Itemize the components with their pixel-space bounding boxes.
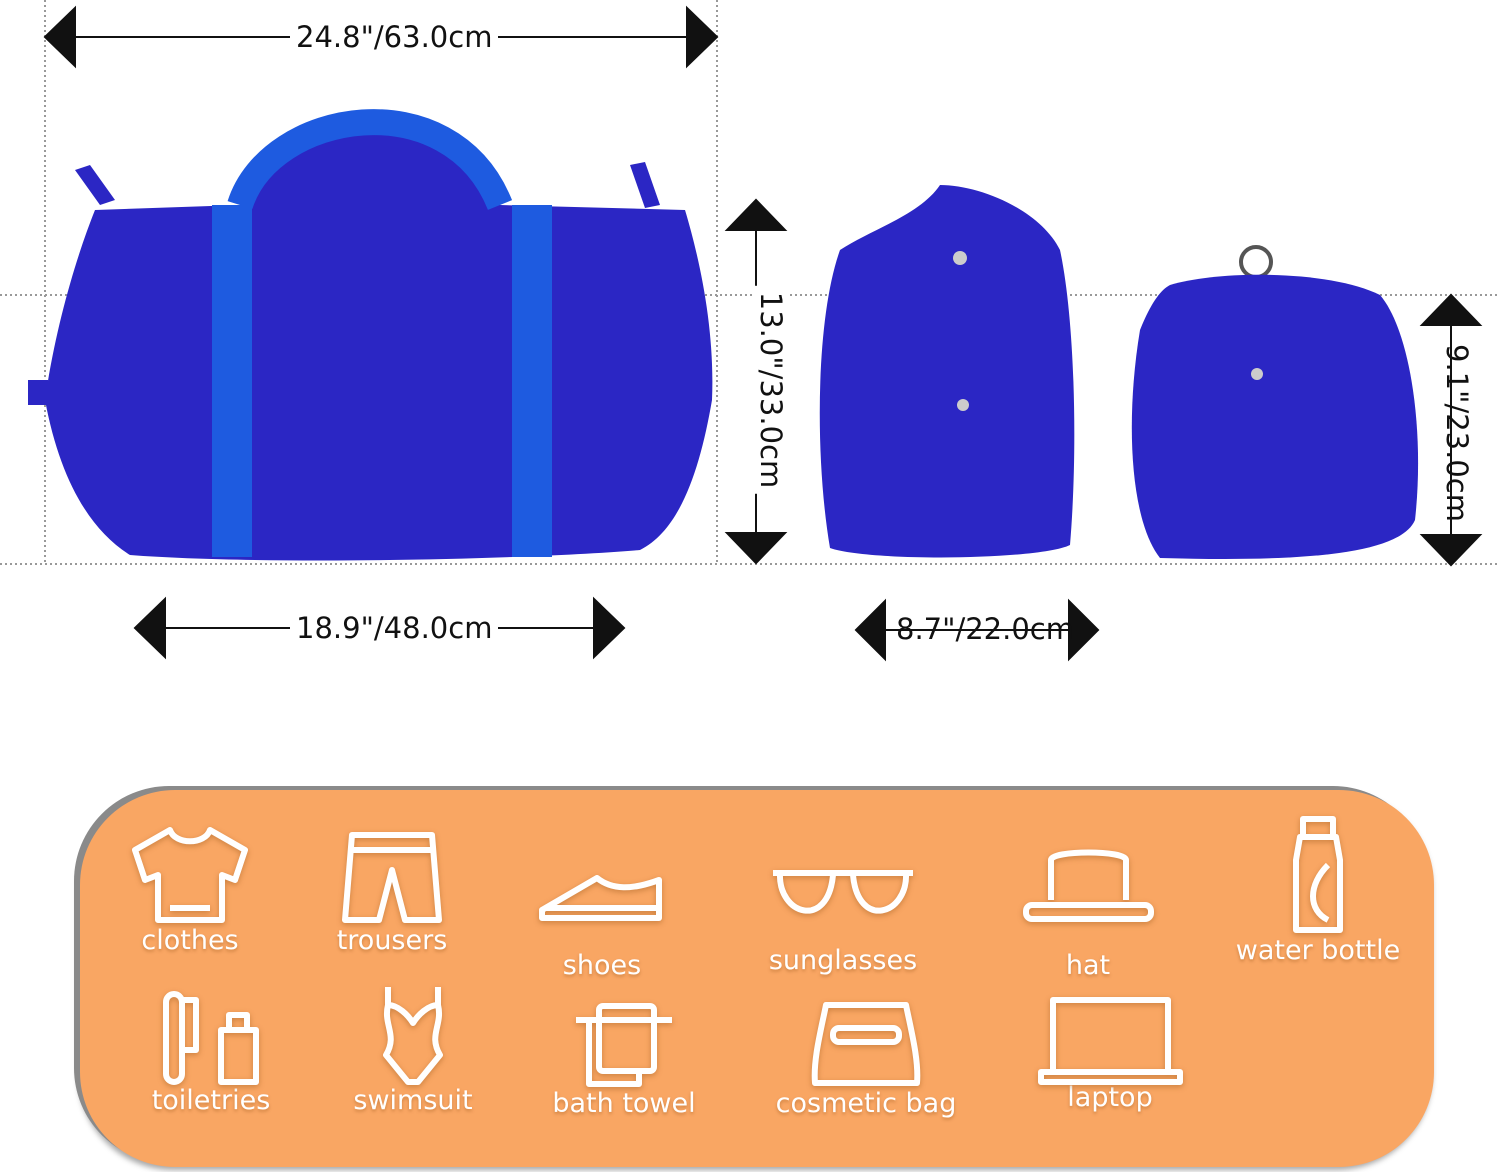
hat-icon <box>1022 849 1154 922</box>
item-label: clothes <box>141 925 239 956</box>
top-width-label: 24.8"/63.0cm <box>290 20 499 54</box>
packing-items-panel: clothes trousers shoes sunglasses hat wa… <box>80 790 1434 1167</box>
item-label: toiletries <box>151 1085 271 1116</box>
item-label: cosmetic bag <box>775 1088 957 1119</box>
bottom-width-label: 18.9"/48.0cm <box>290 611 499 645</box>
item-label: laptop <box>1067 1082 1153 1113</box>
item-laptop: laptop <box>1000 995 1220 1114</box>
item-hat: hat <box>978 845 1198 982</box>
item-shoes: shoes <box>492 870 712 982</box>
item-label: water bottle <box>1235 935 1401 966</box>
item-label: trousers <box>336 925 448 956</box>
item-label: hat <box>1065 950 1111 981</box>
toiletries-icon <box>163 991 259 1085</box>
item-toiletries: toiletries <box>101 990 321 1117</box>
bag-side-view <box>819 185 1075 558</box>
bag-folded-view <box>1131 245 1419 560</box>
item-label: sunglasses <box>768 945 918 976</box>
height-label: 13.0"/33.0cm <box>754 285 789 495</box>
item-trousers: trousers <box>282 830 502 957</box>
sneaker-icon <box>539 875 662 921</box>
towel-icon <box>576 1003 672 1087</box>
item-bath-towel: bath towel <box>514 1000 734 1120</box>
item-label: bath towel <box>552 1088 696 1119</box>
bag-front-view <box>28 109 713 561</box>
shorts-icon <box>342 832 442 923</box>
side-depth-label: 8.7"/22.0cm <box>896 612 1074 646</box>
item-water-bottle: water bottle <box>1208 815 1428 967</box>
cosmetic-bag-icon <box>811 1002 921 1086</box>
item-label: swimsuit <box>353 1085 473 1116</box>
item-clothes: clothes <box>80 825 300 957</box>
item-label: shoes <box>562 950 642 981</box>
sunglasses-icon <box>773 870 913 914</box>
bottle-icon <box>1293 816 1343 933</box>
item-sunglasses: sunglasses <box>733 865 953 977</box>
item-swimsuit: swimsuit <box>303 985 523 1117</box>
tshirt-icon <box>132 827 248 923</box>
folded-height-label: 9.1"/23.0cm <box>1440 344 1474 522</box>
swimsuit-icon <box>383 987 443 1085</box>
item-cosmetic-bag: cosmetic bag <box>756 1000 976 1120</box>
laptop-icon <box>1037 997 1183 1085</box>
